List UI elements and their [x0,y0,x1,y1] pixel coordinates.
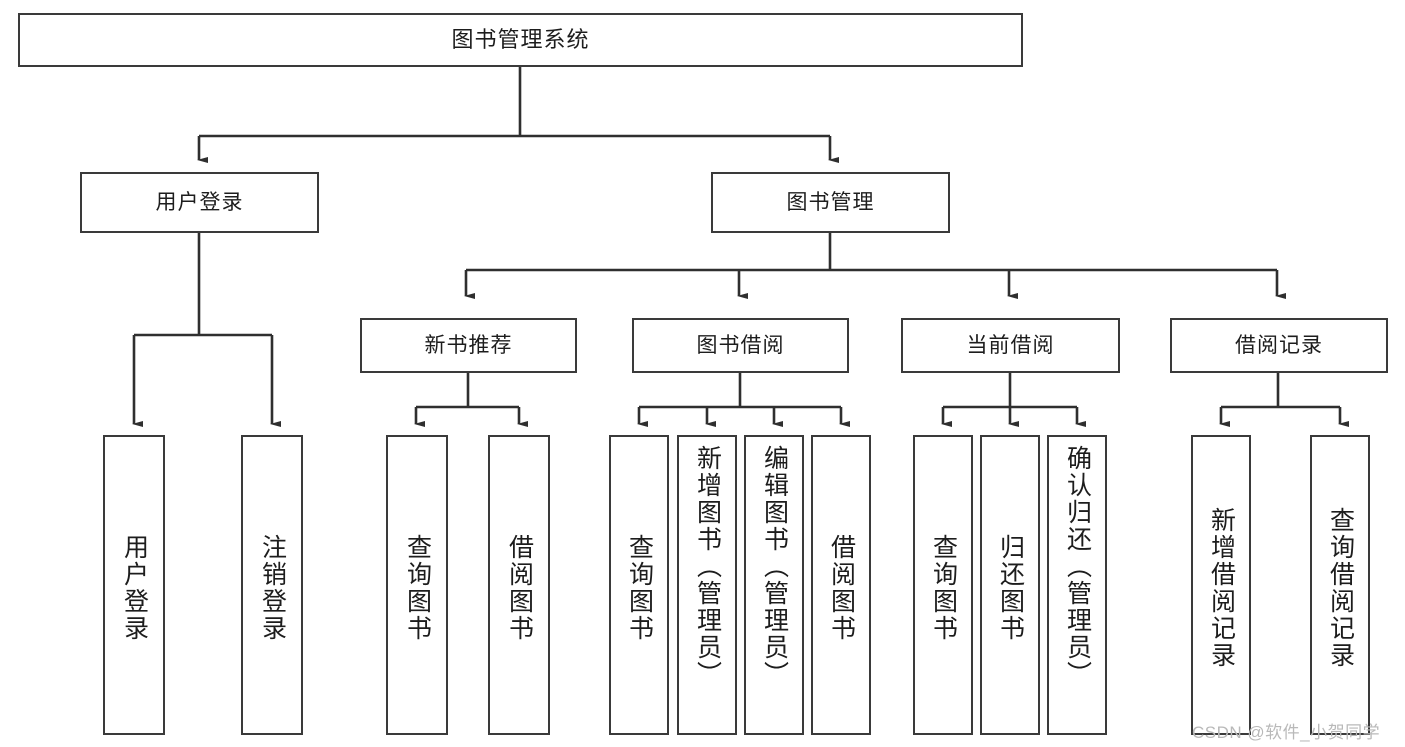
leaf-body: 借阅图书 [490,443,548,733]
leaf-record-query-record[interactable]: 查询借阅记录 [1310,435,1370,735]
node-borrow-record[interactable]: 借阅记录 [1170,318,1388,373]
leaf-body: 确认归还（管理员） [1049,443,1105,735]
leaf-label: 归还图书 [996,534,1025,642]
node-label: 图书管理系统 [451,26,590,52]
leaf-label: 确认归还（管理员） [1063,445,1092,688]
leaf-borrow-edit-book-admin[interactable]: 编辑图书（管理员） [744,435,804,735]
leaf-recommend-query-book[interactable]: 查询图书 [386,435,448,735]
node-label: 借阅记录 [1235,333,1323,357]
leaf-label: 查询图书 [625,534,654,642]
leaf-user-login-logout[interactable]: 注销登录 [241,435,303,735]
node-current-borrow[interactable]: 当前借阅 [901,318,1120,373]
leaf-borrow-query-book[interactable]: 查询图书 [609,435,669,735]
node-new-book-recommend[interactable]: 新书推荐 [360,318,577,373]
node-book-management[interactable]: 图书管理 [711,172,950,233]
leaf-borrow-borrow-book[interactable]: 借阅图书 [811,435,871,735]
leaf-current-return-book[interactable]: 归还图书 [980,435,1040,735]
leaf-label: 查询图书 [403,534,432,642]
leaf-body: 查询图书 [388,443,446,733]
leaf-label: 查询图书 [929,534,958,642]
leaf-body: 查询借阅记录 [1312,443,1368,733]
leaf-body: 注销登录 [243,443,301,733]
leaf-body: 新增借阅记录 [1193,443,1249,733]
node-label: 新书推荐 [424,333,513,357]
leaf-label: 新增图书（管理员） [693,445,722,688]
leaf-body: 新增图书（管理员） [679,443,735,735]
leaf-body: 查询图书 [611,443,667,733]
leaf-label: 借阅图书 [827,534,856,642]
leaf-label: 新增借阅记录 [1207,507,1236,669]
leaf-label: 编辑图书（管理员） [760,445,789,688]
leaf-body: 借阅图书 [813,443,869,733]
leaf-recommend-borrow-book[interactable]: 借阅图书 [488,435,550,735]
csdn-watermark: CSDN @软件_小贺同学 [1192,723,1381,742]
node-label: 图书借阅 [696,333,785,357]
leaf-body: 编辑图书（管理员） [746,443,802,735]
node-label: 图书管理 [786,190,875,214]
leaf-borrow-add-book-admin[interactable]: 新增图书（管理员） [677,435,737,735]
leaf-body: 查询图书 [915,443,971,733]
node-book-borrow[interactable]: 图书借阅 [632,318,849,373]
node-user-login[interactable]: 用户登录 [80,172,319,233]
leaf-label: 用户登录 [120,534,149,642]
leaf-label: 查询借阅记录 [1326,507,1355,669]
node-label: 当前借阅 [966,333,1055,357]
node-label: 用户登录 [155,190,244,214]
leaf-body: 归还图书 [982,443,1038,733]
leaf-user-login-login[interactable]: 用户登录 [103,435,165,735]
leaf-record-add-record[interactable]: 新增借阅记录 [1191,435,1251,735]
leaf-label: 借阅图书 [505,534,534,642]
node-root[interactable]: 图书管理系统 [18,13,1023,67]
leaf-label: 注销登录 [258,534,287,642]
leaf-current-confirm-return-admin[interactable]: 确认归还（管理员） [1047,435,1107,735]
leaf-body: 用户登录 [105,443,163,733]
leaf-current-query-book[interactable]: 查询图书 [913,435,973,735]
